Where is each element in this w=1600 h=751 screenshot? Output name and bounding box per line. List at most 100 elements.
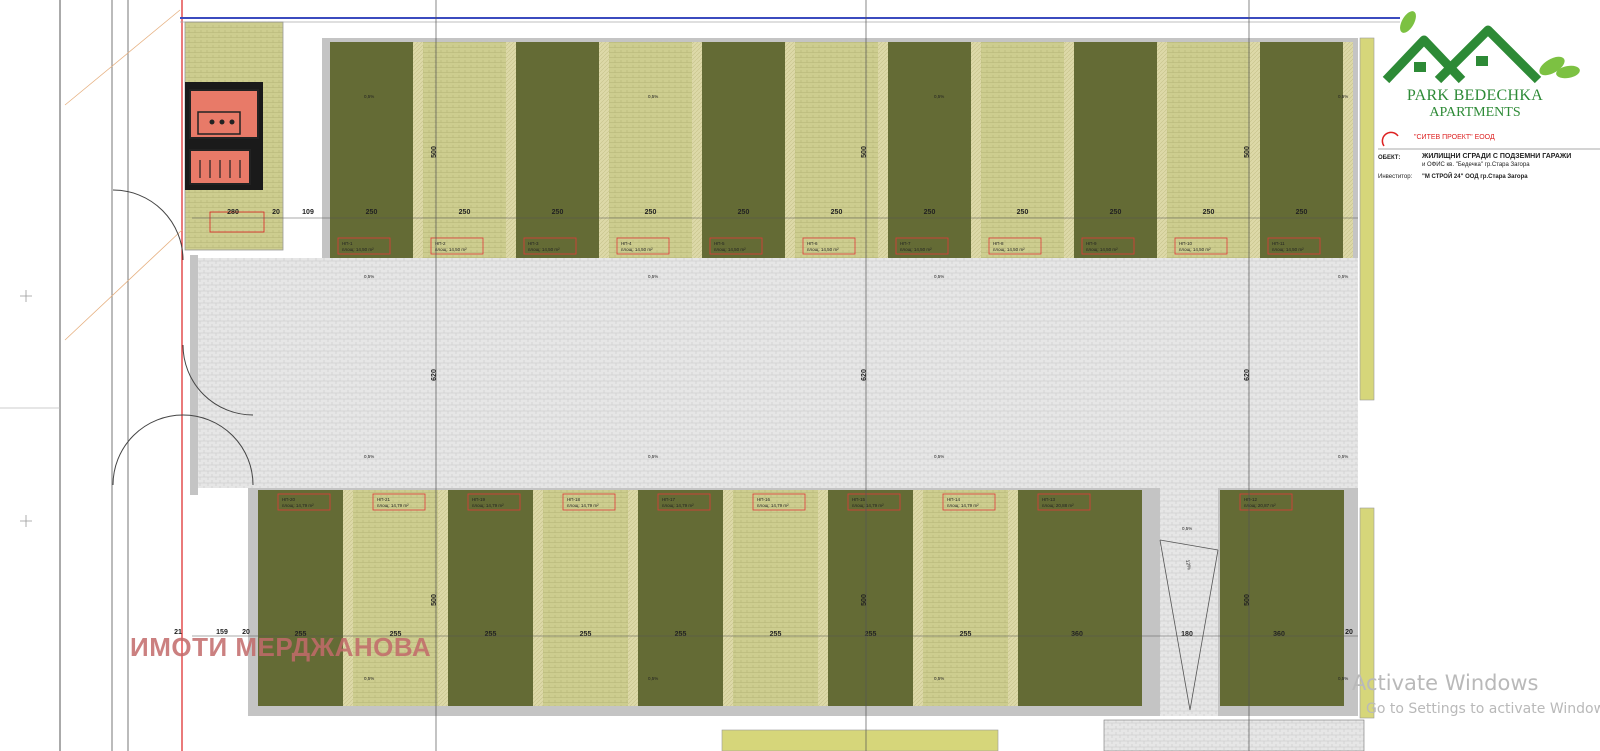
- space-width-dim: 360: [1071, 631, 1083, 638]
- space-id: НП-14: [947, 497, 960, 502]
- svg-text:0,5%: 0,5%: [1338, 676, 1348, 681]
- svg-text:0,5%: 0,5%: [934, 454, 944, 459]
- space-id: НП-11: [1272, 241, 1285, 246]
- svg-text:0,5%: 0,5%: [1338, 94, 1348, 99]
- space-area: площ: 14,79 m²: [662, 503, 694, 508]
- svg-text:20: 20: [1345, 629, 1353, 636]
- parking-bay-fill: [1220, 490, 1344, 706]
- space-area: площ: 14,50 m²: [1272, 247, 1304, 252]
- ramp-width-dim: 180: [1181, 631, 1193, 638]
- svg-text:500: 500: [431, 146, 438, 158]
- bay-divider: [723, 490, 733, 706]
- svg-text:280: 280: [227, 209, 239, 216]
- svg-text:620: 620: [1244, 369, 1251, 381]
- object-label: ОБЕКТ:: [1378, 155, 1401, 161]
- space-label-box: [847, 493, 901, 511]
- svg-text:0,5%: 0,5%: [934, 676, 944, 681]
- parking-bay-fill: [981, 42, 1064, 258]
- parking-bay-fill: [828, 490, 913, 706]
- space-label-box: [752, 493, 806, 511]
- parking-bay-fill: [1260, 42, 1343, 258]
- bottom-planter: [721, 729, 999, 751]
- svg-text:0,5%: 0,5%: [1182, 526, 1192, 531]
- space-area: площ: 14,79 m²: [377, 503, 409, 508]
- investor-label: Инвеститор:: [1378, 174, 1413, 180]
- space-width-dim: 255: [485, 631, 497, 638]
- space-label-box: [562, 493, 616, 511]
- space-area: площ: 14,50 m²: [528, 247, 560, 252]
- svg-text:500: 500: [1244, 146, 1251, 158]
- parking-bay-fill: [1167, 42, 1250, 258]
- space-area: площ: 14,79 m²: [472, 503, 504, 508]
- space-label-box: [988, 237, 1042, 255]
- parking-bay-fill: [923, 490, 1008, 706]
- svg-text:0,5%: 0,5%: [648, 274, 658, 279]
- ramp: 180 12%: [1159, 484, 1219, 716]
- object-line-1: ЖИЛИЩНИ СГРАДИ С ПОДЗЕМНИ ГАРАЖИ: [1422, 153, 1572, 160]
- space-label-box: [337, 237, 391, 255]
- space-id: НП-3: [528, 241, 539, 246]
- space-width-dim: 255: [580, 631, 592, 638]
- space-id: НП-21: [377, 497, 390, 502]
- space-area: площ: 14,50 m²: [807, 247, 839, 252]
- parking-bay-fill: [702, 42, 785, 258]
- park-bedechka-logo: [1382, 11, 1580, 84]
- driving-aisle: [198, 258, 1358, 488]
- bay-divider: [818, 490, 828, 706]
- space-width-dim: 255: [675, 631, 687, 638]
- parking-bay-fill: [733, 490, 818, 706]
- bay-divider: [1008, 490, 1018, 706]
- space-area: площ: 14,50 m²: [342, 247, 374, 252]
- svg-text:0,5%: 0,5%: [648, 454, 658, 459]
- space-width-dim: 360: [1273, 631, 1285, 638]
- bay-divider: [438, 490, 448, 706]
- space-label-box: [657, 493, 711, 511]
- space-width-dim: 250: [645, 209, 657, 216]
- bay-divider: [628, 490, 638, 706]
- svg-text:500: 500: [861, 594, 868, 606]
- space-label-box: [372, 493, 426, 511]
- watermark: ИМОТИ МЕРДЖАНОВА: [130, 632, 432, 662]
- space-area: площ: 14,50 m²: [621, 247, 653, 252]
- brand-sub: APARTMENTS: [1429, 105, 1521, 120]
- parking-bay-fill: [353, 490, 438, 706]
- space-width-dim: 250: [1203, 209, 1215, 216]
- space-id: НП-1: [342, 241, 353, 246]
- right-planter-top: [1359, 37, 1375, 401]
- svg-text:0,5%: 0,5%: [934, 94, 944, 99]
- svg-text:0,5%: 0,5%: [648, 94, 658, 99]
- space-width-dim: 255: [390, 631, 402, 638]
- space-width-dim: 255: [295, 631, 307, 638]
- parking-bay-fill: [609, 42, 692, 258]
- bay-divider: [533, 490, 543, 706]
- bay-divider: [692, 42, 702, 258]
- space-width-dim: 250: [1296, 209, 1308, 216]
- activate-windows-title: Activate Windows: [1352, 671, 1539, 695]
- parking-bay-fill: [638, 490, 723, 706]
- space-id: НП-7: [900, 241, 911, 246]
- space-area: площ: 14,79 m²: [567, 503, 599, 508]
- space-width-dim: 255: [770, 631, 782, 638]
- investor-name: "М СТРОЙ 24" ООД гр.Стара Загора: [1422, 174, 1528, 180]
- space-area: площ: 14,50 m²: [714, 247, 746, 252]
- space-label-box: [1174, 237, 1228, 255]
- svg-text:0,5%: 0,5%: [364, 454, 374, 459]
- bay-divider: [599, 42, 609, 258]
- bay-divider: [1250, 42, 1260, 258]
- space-area: площ: 14,50 m²: [993, 247, 1025, 252]
- left-dimensions: 280 20 109 21 159 20 20: [174, 209, 1353, 636]
- space-label-box: [523, 237, 577, 255]
- space-area: площ: 14,50 m²: [1086, 247, 1118, 252]
